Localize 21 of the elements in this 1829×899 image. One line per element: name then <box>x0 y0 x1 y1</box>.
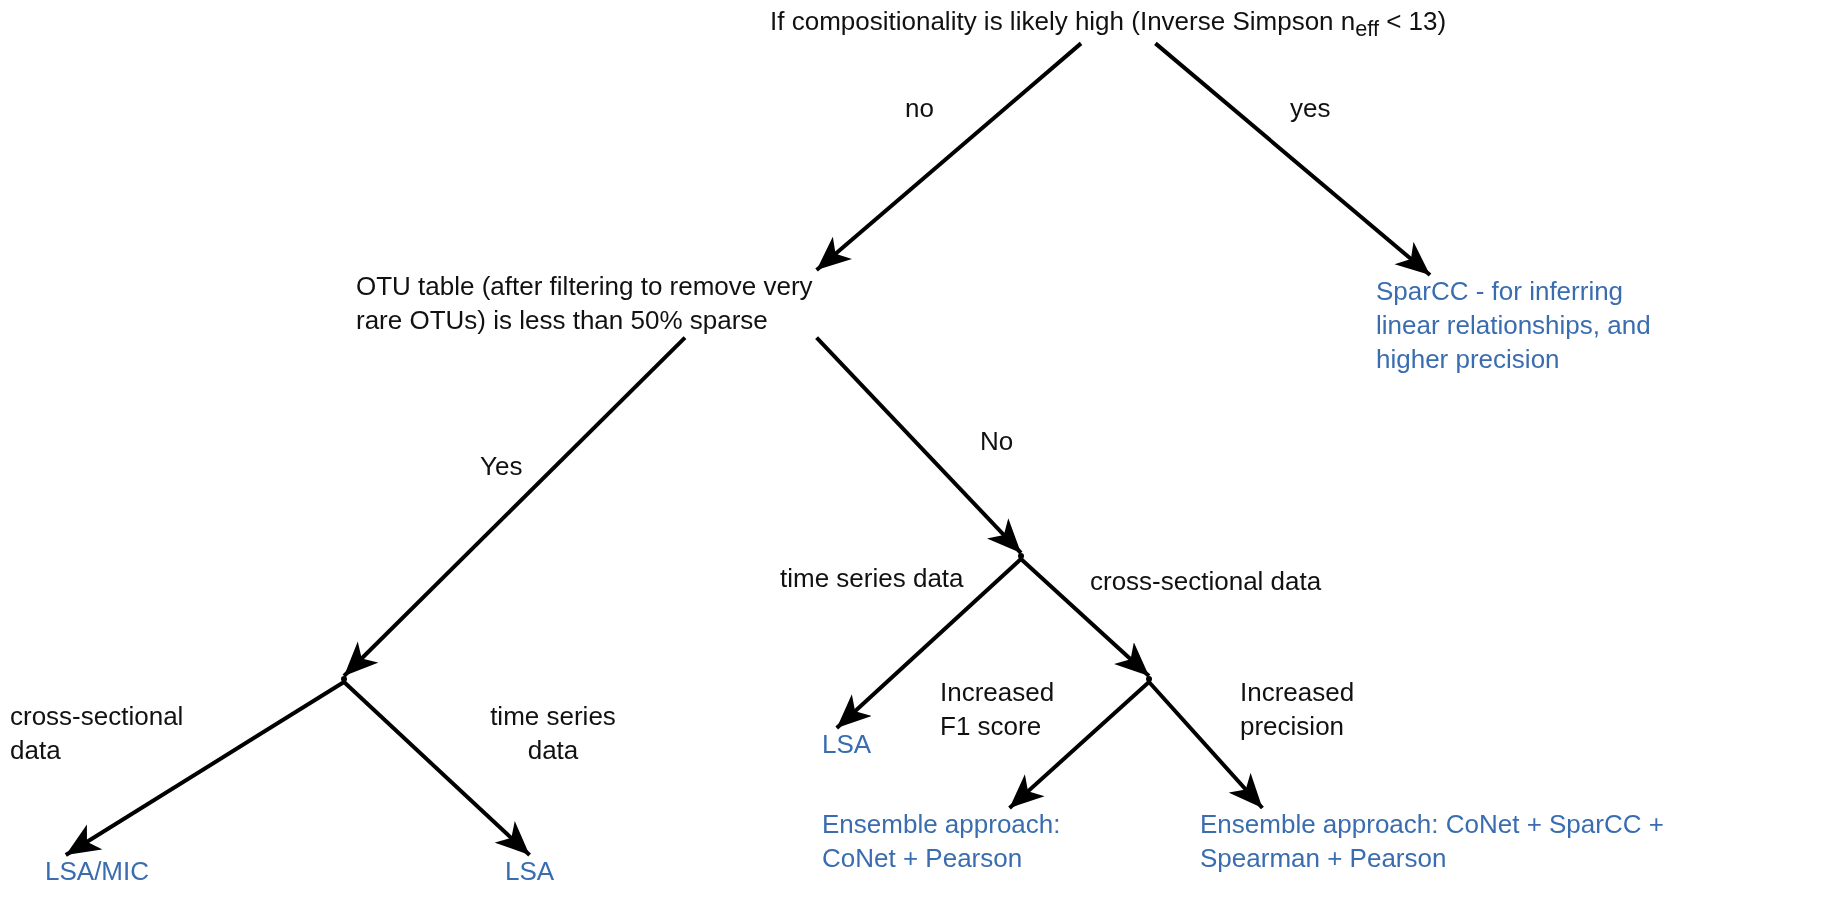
method-label: Ensemble approach: CoNet + SparCC + Spearman + Pearson <box>1200 808 1680 876</box>
arrow <box>815 336 1023 555</box>
arrow <box>342 680 531 857</box>
method-label: LSA <box>505 855 555 889</box>
decision-text: OTU table (after filtering to remove very rare OTUs) is less than 50% sparse <box>356 270 826 338</box>
arrow <box>342 336 687 678</box>
arrow <box>835 557 1023 730</box>
method-label: LSA <box>822 728 872 762</box>
arrow <box>1154 41 1432 277</box>
arrow <box>1008 680 1151 810</box>
decision-text: If compositionality is likely high (Inverse Simpson n$_{eff}$ < 13) <box>770 5 1447 44</box>
arrow <box>1019 557 1151 678</box>
method-label: LSA/MIC <box>45 855 150 889</box>
branch-point <box>1146 676 1152 682</box>
arrow <box>64 680 346 857</box>
branch-point <box>1018 553 1024 559</box>
method-label: SparCC - for inferring linear relationships, and higher precision <box>1376 275 1676 377</box>
method-label: Ensemble approach: CoNet + Pearson <box>822 808 1072 876</box>
branch-point <box>341 676 347 682</box>
arrow <box>815 41 1083 272</box>
arrow <box>1147 680 1264 810</box>
